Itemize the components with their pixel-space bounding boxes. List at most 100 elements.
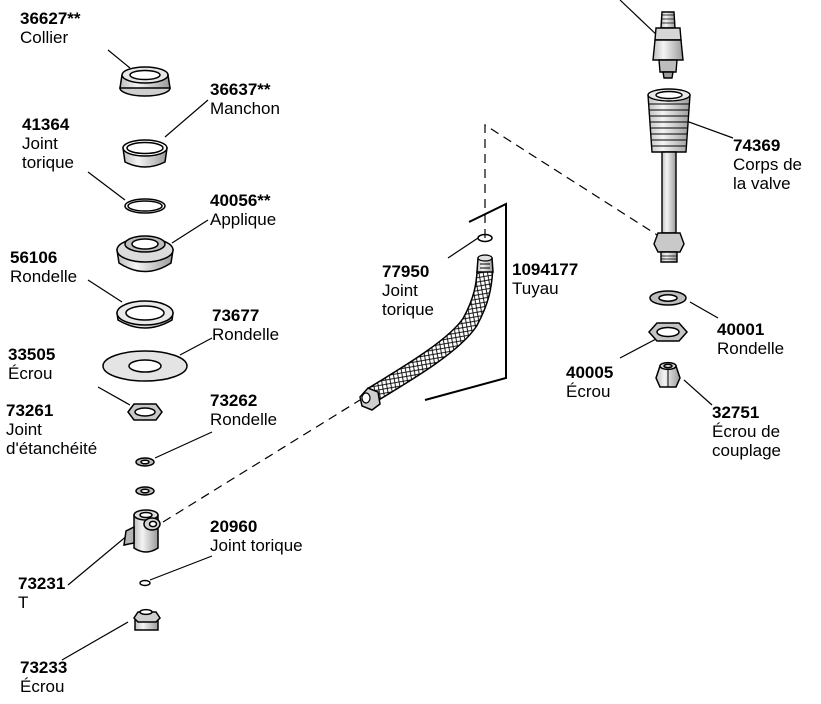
label-joint-torique-20960: 20960 Joint torique [210,517,303,555]
assembly-lines [162,123,666,523]
ecrou-couplage-32751-part [655,361,681,388]
part-name: Joint torique [210,536,303,555]
manchon-part [122,139,168,168]
label-rondelle-73262: 73262 Rondelle [210,391,277,429]
leader-73677 [179,337,213,356]
part-number: 41364 [22,115,70,134]
rondelle-73262-part [135,457,155,467]
rondelle-56106-part [116,300,174,329]
leader-collier [107,49,131,69]
tuyau-bracket [424,202,507,401]
part-name: Joint [382,281,418,300]
joint-torique-20960-part [139,579,151,587]
part-number: 1094177 [512,260,579,279]
part-number: 36637** [210,80,271,99]
label-joint-torique-41364: 41364 Joint torique [22,115,74,172]
leader-40001 [689,301,719,319]
part-name: Écrou [20,677,65,696]
label-ecrou-couplage: 32751 Écrou de couplage [712,403,781,460]
part-name: Rondelle [10,267,78,286]
part-name: Manchon [210,99,280,118]
part-number: 32751 [712,403,760,422]
label-rondelle-56106: 56106 Rondelle [10,248,77,286]
part-number: 73262 [210,391,258,410]
part-name: Rondelle [212,325,280,344]
part-name: Corps de [733,155,802,174]
part-name: Collier [20,28,69,47]
part-name: Écrou [566,382,611,401]
part-number: 36627** [20,9,81,28]
applique-part [116,235,174,273]
part-number: 74369 [733,136,781,155]
rondelle-40001-part [649,290,687,306]
label-ecrou-40005: 40005 Écrou [566,363,613,401]
leader-40005 [619,337,659,359]
dash-tee-to-hose [162,399,361,523]
part-number: 40056** [210,191,271,210]
part-number: 73233 [20,658,68,677]
label-joint-73261: 73261 Joint d'étanchéité [6,401,97,458]
joint-73261-part [135,486,155,496]
part-number: 73677 [212,306,260,325]
part-name-line2: couplage [712,441,782,460]
label-collier: 36627** Collier [20,9,81,47]
label-rondelle-73677: 73677 Rondelle [212,306,279,344]
part-name-line2: la valve [733,174,791,193]
ecrou-33505-part [127,403,163,421]
joint-torique-77950-part [477,233,493,243]
label-manchon: 36637** Manchon [210,80,280,118]
part-number: 33505 [8,345,56,364]
leader-73233 [61,621,129,661]
label-applique: 40056** Applique [210,191,276,229]
part-name-line2: d'étanchéité [6,439,98,458]
leader-73262 [154,431,213,459]
leader-41364 [87,171,126,201]
dash-hose-to-valve [484,123,666,241]
valve-cartridge-part [652,11,684,79]
part-name-line2: torique [22,153,74,172]
leader-77950 [447,237,479,259]
part-number: 56106 [10,248,58,267]
tee-73231-part [123,509,161,553]
part-name: Joint [6,420,42,439]
leader-32751 [683,379,713,406]
leader-73231 [67,534,129,586]
part-number: 20960 [210,517,258,536]
ecrou-73233-part [133,608,161,631]
leader-lines [61,0,734,661]
part-name: Joint [22,134,58,153]
part-number: 40001 [717,320,765,339]
collier-part [119,66,171,97]
part-name: T [18,593,29,612]
part-name: Tuyau [512,279,559,298]
leader-33505 [97,386,131,406]
leader-top [619,0,661,39]
label-joint-torique-77950: 77950 Joint torique [382,262,434,319]
ecrou-40005-part [647,322,689,342]
label-tuyau: 1094177 Tuyau [512,260,578,298]
leader-56106 [87,279,123,303]
label-rondelle-40001: 40001 Rondelle [717,320,784,358]
label-ecrou-33505: 33505 Écrou [8,345,55,383]
part-number: 77950 [382,262,430,281]
leader-20960 [149,555,213,581]
label-ecrou-73233: 73233 Écrou [20,658,67,696]
rondelle-73677-part [102,350,188,382]
label-corps-valve: 74369 Corps de la valve [733,136,802,193]
hose-1094177-part [359,254,494,411]
part-name: Rondelle [210,410,278,429]
leader-applique [171,219,209,244]
part-number: 73231 [18,574,66,593]
part-number: 73261 [6,401,54,420]
joint-torique-41364-part [124,198,166,214]
part-name-line2: torique [382,300,434,319]
part-number: 40005 [566,363,614,382]
part-name: Applique [210,210,277,229]
label-t-73231: 73231 T [18,574,65,612]
leader-manchon [164,99,209,138]
part-name: Rondelle [717,339,785,358]
valve-body-74369-part [647,88,691,263]
part-name: Écrou [8,364,53,383]
part-name: Écrou de [712,422,781,441]
